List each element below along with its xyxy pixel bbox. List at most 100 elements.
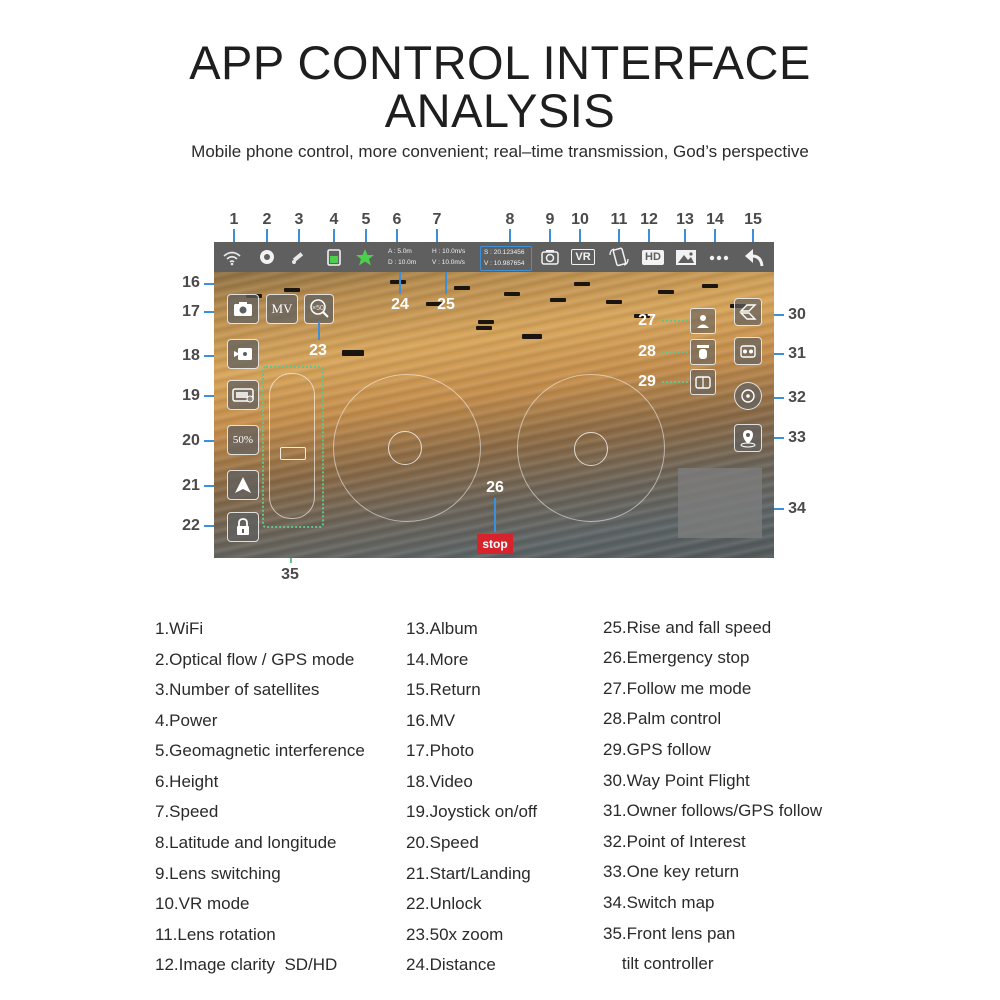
video-button[interactable] — [227, 339, 259, 369]
right-joystick-knob[interactable] — [574, 432, 608, 466]
callout-2: 2 — [262, 211, 272, 228]
pan-tilt-slider[interactable] — [280, 447, 306, 460]
boat — [342, 350, 364, 356]
connector-34 — [764, 508, 784, 510]
callout-21: 21 — [182, 477, 200, 494]
legend-item: 33.One key return — [603, 862, 740, 881]
boat — [426, 302, 442, 306]
lens-switch-icon[interactable] — [538, 246, 562, 268]
legend-item: 16.MV — [406, 711, 456, 730]
boat — [658, 290, 674, 294]
boat — [454, 286, 470, 290]
palm-control-button[interactable] — [690, 339, 716, 365]
vertical-speed-readout: V : 10.0m/s — [432, 259, 465, 266]
boat — [574, 282, 590, 286]
legend-item: 22.Unlock — [406, 894, 482, 913]
photo-button[interactable] — [227, 294, 259, 324]
legend-item: 8.Latitude and longitude — [155, 833, 337, 852]
legend-item: 10.VR mode — [155, 894, 250, 913]
left-joystick[interactable] — [333, 374, 481, 522]
mv-button[interactable]: MV — [266, 294, 298, 324]
callout-27: 27 — [638, 312, 656, 329]
app-screen: A : 5.0m D : 10.0m H : 10.0m/s V : 10.0m… — [214, 242, 774, 558]
left-joystick-knob[interactable] — [388, 431, 422, 465]
pan-tilt-track — [269, 373, 315, 519]
page-title-line1: APP CONTROL INTERFACE — [189, 36, 811, 89]
legend-item: 34.Switch map — [603, 893, 715, 912]
callout-15: 15 — [744, 211, 762, 228]
callout-32: 32 — [788, 389, 806, 406]
speed-button[interactable]: 50% — [227, 425, 259, 455]
right-joystick[interactable] — [517, 374, 665, 522]
legend-item: 1.WiFi — [155, 619, 204, 638]
legend-item: 18.Video — [406, 772, 473, 791]
connector-7 — [436, 229, 438, 243]
legend-item: 4.Power — [155, 711, 218, 730]
legend-item: 29.GPS follow — [603, 740, 711, 759]
return-icon[interactable] — [742, 246, 766, 268]
owner-follow-button[interactable] — [734, 337, 762, 365]
boat — [504, 292, 520, 296]
hd-button[interactable]: HD — [640, 246, 666, 268]
connector-27 — [662, 320, 688, 322]
optical-flow-icon[interactable] — [256, 246, 278, 268]
callout-14: 14 — [706, 211, 724, 228]
legend-item: 17.Photo — [406, 741, 475, 760]
legend-item: 24.Distance — [406, 955, 496, 974]
follow-me-button[interactable] — [690, 308, 716, 334]
unlock-button[interactable] — [227, 512, 259, 542]
legend-item: 9.Lens switching — [155, 864, 281, 883]
boat — [634, 314, 650, 318]
waypoint-flight-button[interactable] — [734, 298, 762, 326]
zoom-button[interactable] — [304, 294, 334, 324]
callout-18: 18 — [182, 347, 200, 364]
connector-10 — [579, 229, 581, 243]
more-icon[interactable] — [707, 246, 731, 268]
callout-7: 7 — [432, 211, 442, 228]
emergency-stop-button[interactable]: stop — [477, 534, 513, 554]
legend-item: 32.Point of Interest — [603, 832, 746, 851]
battery-icon — [323, 246, 345, 268]
callout-30: 30 — [788, 306, 806, 323]
takeoff-landing-button[interactable] — [227, 470, 259, 500]
one-key-return-button[interactable] — [734, 424, 762, 452]
legend-item: 35.Front lens pan — [603, 924, 736, 943]
legend-item: 27.Follow me mode — [603, 679, 752, 698]
connector-25 — [445, 272, 447, 294]
switch-map-view[interactable] — [678, 468, 762, 538]
pan-tilt-controller[interactable] — [262, 366, 324, 528]
callout-19: 19 — [182, 387, 200, 404]
gps-follow-button[interactable] — [690, 369, 716, 395]
joystick-toggle-button[interactable] — [227, 380, 259, 410]
callout-13: 13 — [676, 211, 694, 228]
callout-16: 16 — [182, 274, 200, 291]
vr-label: VR — [571, 249, 595, 265]
point-of-interest-button[interactable] — [734, 382, 762, 410]
connector-13 — [684, 229, 686, 243]
legend-item: 6.Height — [155, 772, 219, 791]
callout-3: 3 — [294, 211, 304, 228]
connector-1 — [233, 229, 235, 243]
satellite-icon — [287, 246, 309, 268]
legend-item: 7.Speed — [155, 802, 219, 821]
vr-button[interactable]: VR — [570, 246, 596, 268]
legend-item: 19.Joystick on/off — [406, 802, 538, 821]
legend-item: 14.More — [406, 650, 469, 669]
callout-12: 12 — [640, 211, 658, 228]
callout-31: 31 — [788, 345, 806, 362]
album-icon[interactable] — [674, 246, 698, 268]
legend-item: 30.Way Point Flight — [603, 771, 750, 790]
callout-22: 22 — [182, 517, 200, 534]
legend-item: 23.50x zoom — [406, 925, 504, 944]
connector-32 — [764, 397, 784, 399]
lens-rotation-icon[interactable] — [607, 246, 631, 268]
connector-8 — [509, 229, 511, 243]
connector-31 — [764, 353, 784, 355]
status-bar: A : 5.0m D : 10.0m H : 10.0m/s V : 10.0m… — [214, 242, 774, 272]
legend-item: 28.Palm control — [603, 709, 722, 728]
legend-item: 15.Return — [406, 680, 481, 699]
connector-23 — [318, 322, 320, 340]
page-subtitle: Mobile phone control, more convenient; r… — [191, 142, 809, 161]
page-title-line2: ANALYSIS — [384, 84, 616, 137]
boat — [478, 320, 494, 324]
